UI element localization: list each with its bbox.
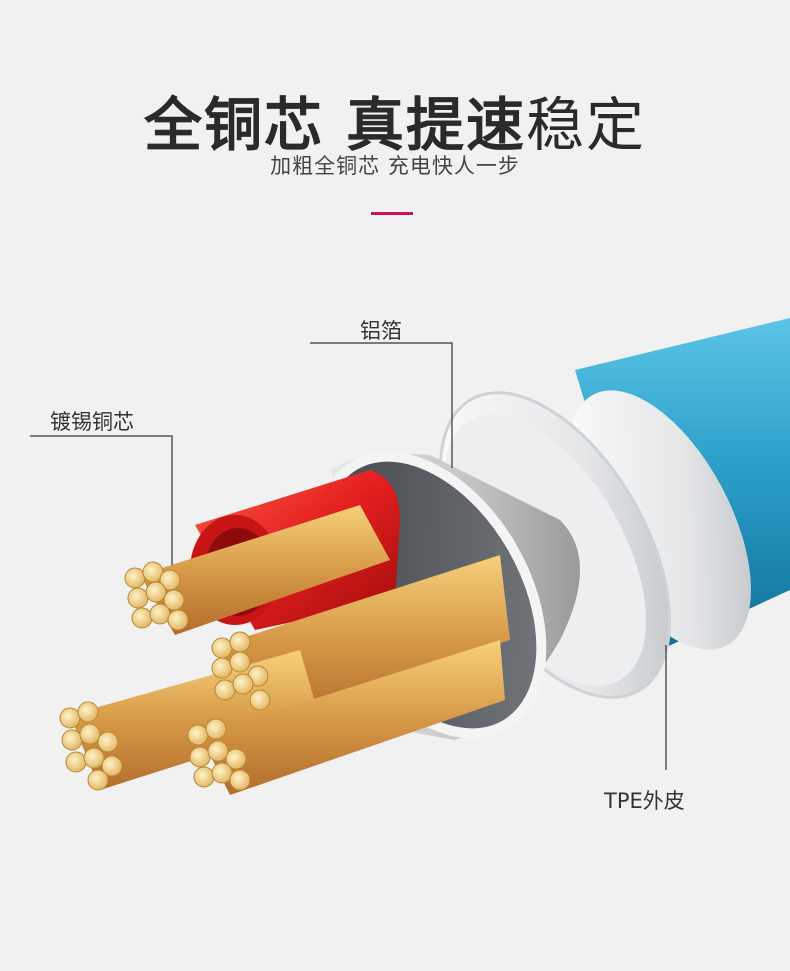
tpe-jacket [569, 318, 790, 650]
copper-bundles [59, 505, 510, 795]
page-title: 全铜芯真提速稳定 [0, 78, 790, 162]
copper-callout-line [30, 435, 173, 565]
title-part-1: 全铜芯 [143, 91, 324, 159]
title-part-2: 真提速 [345, 91, 526, 159]
tpe-jacket-label: TPE外皮 [604, 789, 685, 813]
copper-core-label: 镀锡铜芯 [50, 410, 134, 434]
page-subtitle: 加粗全铜芯 充电快人一步 [270, 154, 520, 178]
foil-callout-line [310, 342, 453, 468]
title-part-3: 稳定 [526, 91, 647, 159]
accent-divider [371, 212, 413, 215]
callout-lines [30, 342, 667, 770]
foil-label: 铝箔 [360, 319, 402, 343]
